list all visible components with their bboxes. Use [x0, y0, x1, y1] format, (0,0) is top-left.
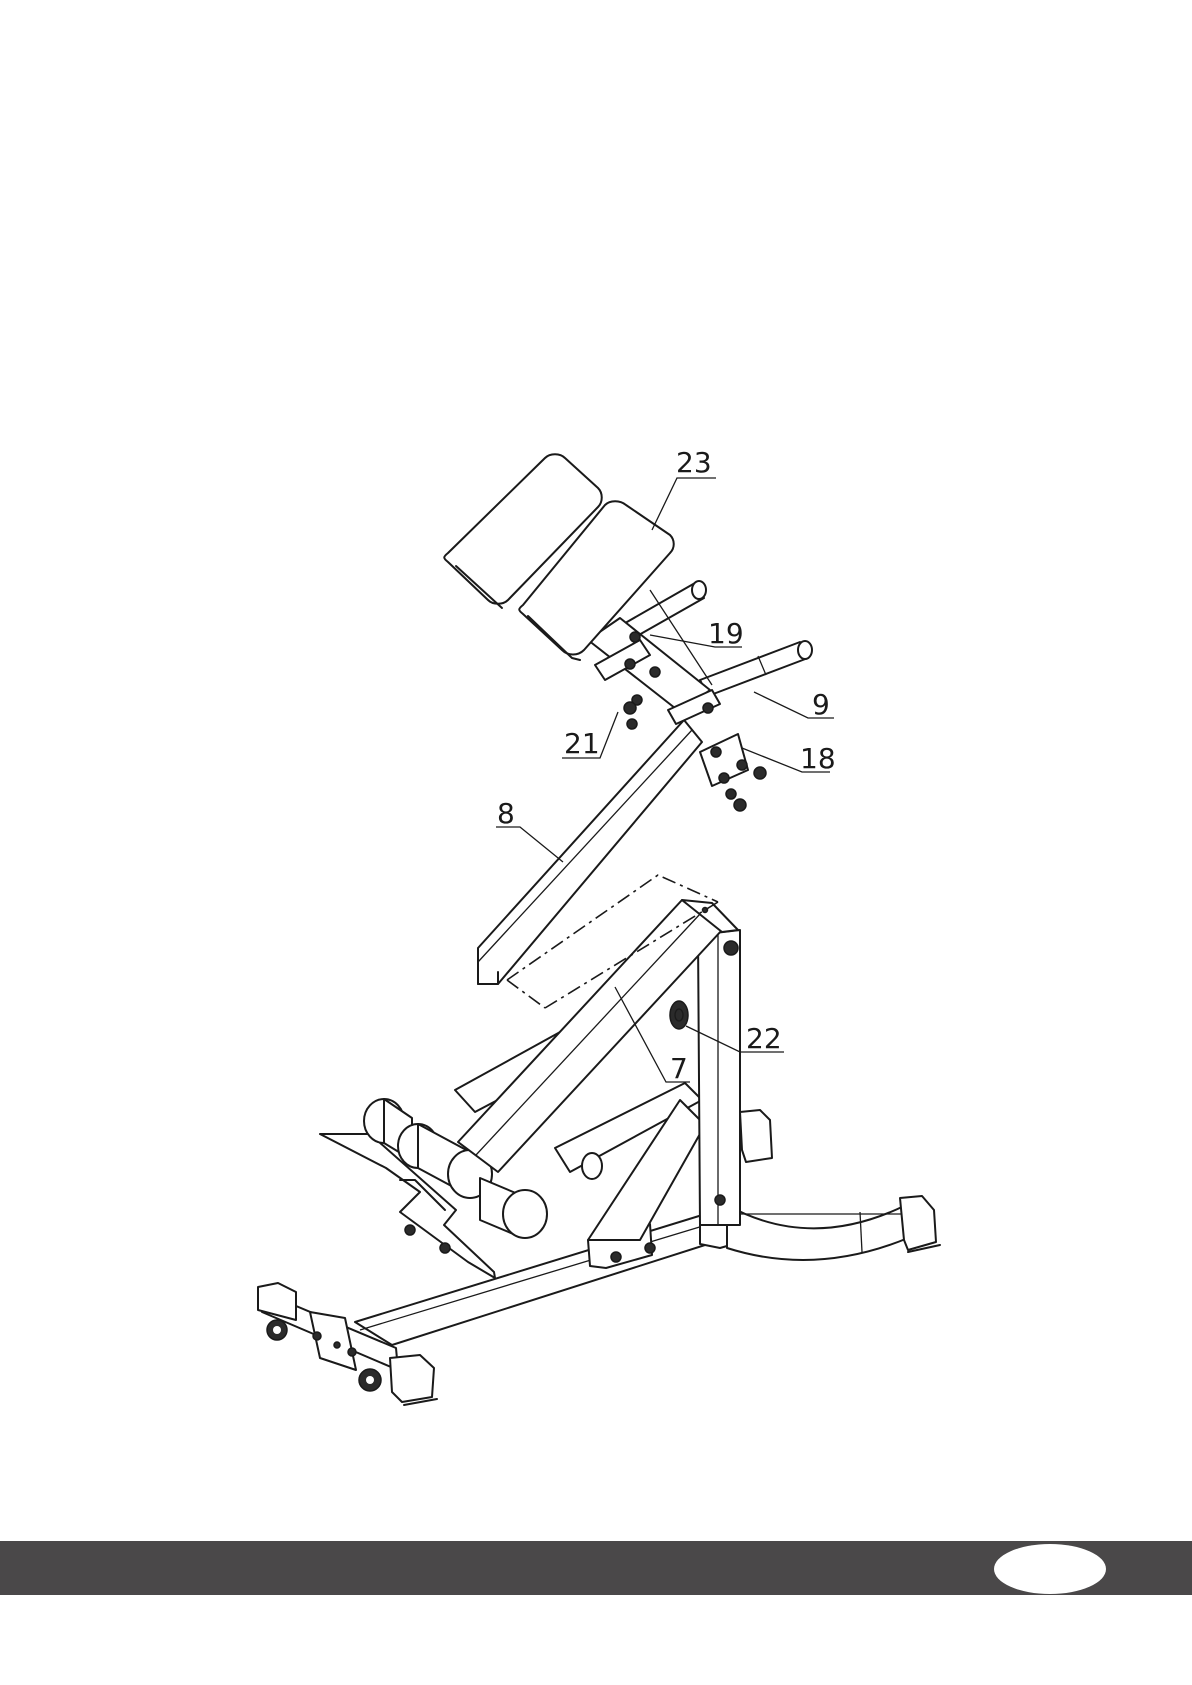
callout-7: 7 — [670, 1052, 688, 1085]
callout-21: 21 — [564, 727, 600, 760]
callout-19: 19 — [708, 617, 744, 650]
callout-18: 18 — [800, 742, 836, 775]
callout-23: 23 — [676, 446, 712, 479]
page-number-badge — [994, 1544, 1106, 1594]
callout-9: 9 — [812, 688, 830, 721]
callout-22: 22 — [746, 1022, 782, 1055]
adjustment-arm — [555, 1083, 705, 1240]
callout-8: 8 — [497, 797, 515, 830]
